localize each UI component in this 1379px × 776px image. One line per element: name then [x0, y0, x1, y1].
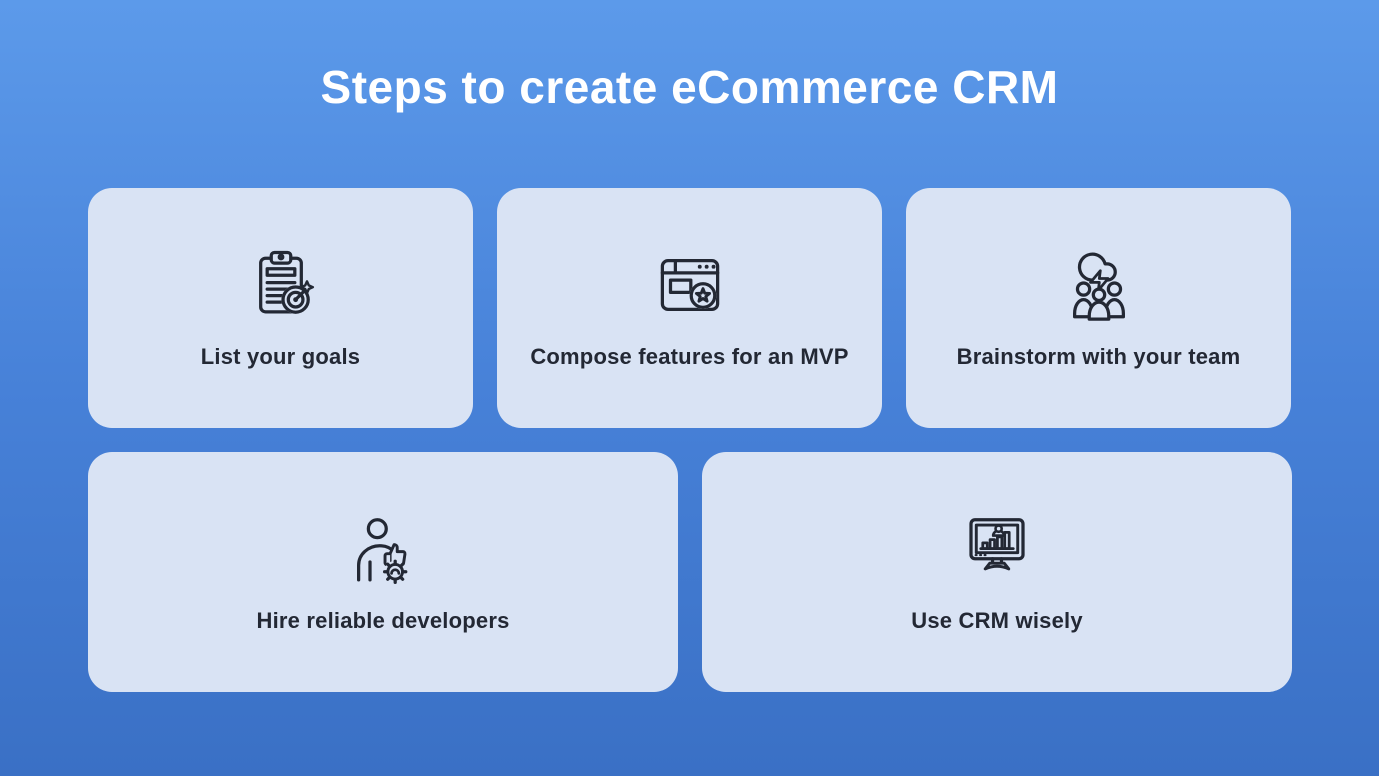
card-hire-reliable-developers: Hire reliable developers — [88, 452, 678, 692]
cloud-lightning-team-icon — [1072, 252, 1125, 321]
card-list-your-goals: List your goals — [88, 188, 473, 428]
steps-card-grid: List your goals Compose features for an … — [88, 188, 1292, 692]
card-brainstorm-with-team: Brainstorm with your team — [906, 188, 1291, 428]
card-label: Brainstorm with your team — [956, 344, 1241, 369]
card-compose-features-mvp: Compose features for an MVP — [497, 188, 882, 428]
page-title: Steps to create eCommerce CRM — [320, 61, 1059, 113]
card-label: List your goals — [200, 344, 361, 369]
card-label: Use CRM wisely — [911, 608, 1083, 633]
person-thumbs-up-gear-icon — [357, 518, 408, 584]
card-label: Hire reliable developers — [256, 608, 510, 633]
card-label: Compose features for an MVP — [530, 344, 849, 369]
browser-star-icon — [660, 259, 719, 311]
clipboard-target-icon — [258, 250, 314, 314]
monitor-bar-chart-icon — [969, 518, 1025, 571]
card-use-crm-wisely: Use CRM wisely — [702, 452, 1292, 692]
